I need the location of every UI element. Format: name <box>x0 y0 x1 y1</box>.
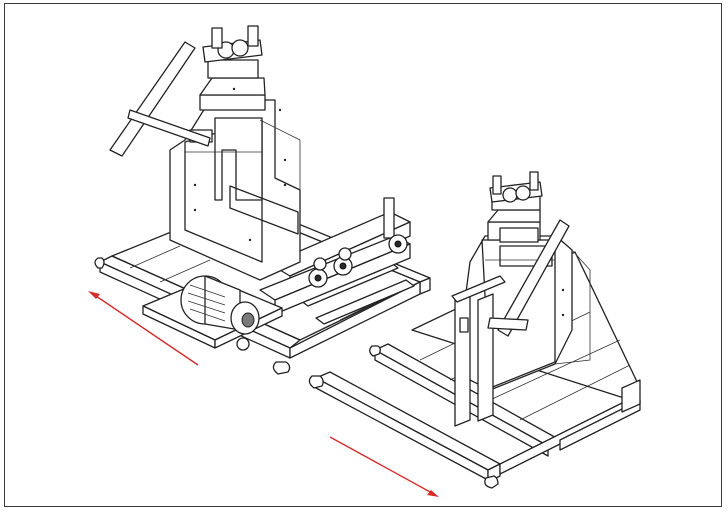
left-motor <box>142 275 283 351</box>
right-machine <box>308 171 641 497</box>
left-roller-carriage <box>259 197 411 315</box>
right-lever-handle <box>487 219 570 337</box>
left-press-frame <box>169 25 301 281</box>
right-machine-motion-arrow <box>329 436 439 497</box>
left-lever-handle <box>109 41 211 157</box>
left-machine-motion-arrow <box>88 291 199 366</box>
right-front-legs <box>451 275 506 427</box>
left-machine <box>88 25 431 375</box>
